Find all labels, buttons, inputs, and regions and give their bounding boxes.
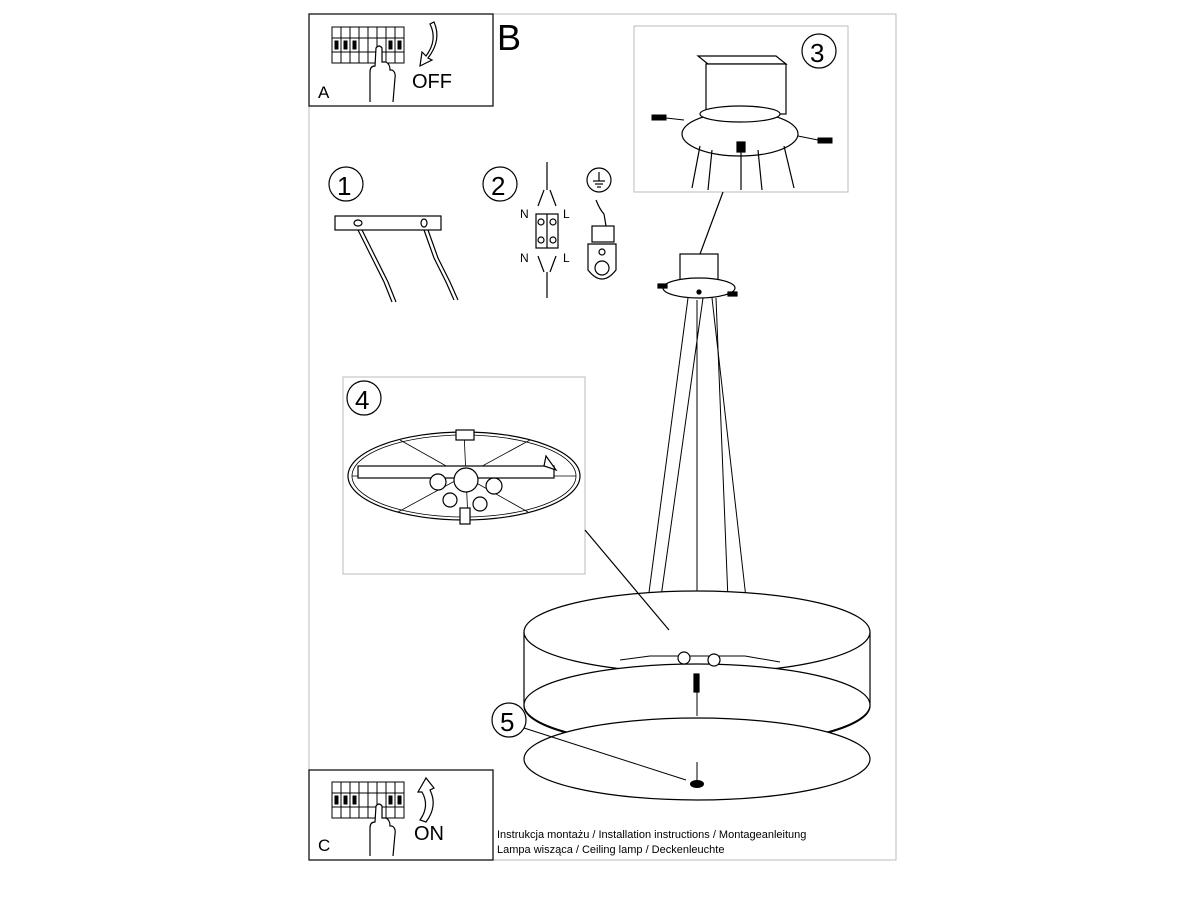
caption-line-2: Lampa wisząca / Ceiling lamp / Deckenleu… bbox=[497, 844, 725, 856]
label-neutral-bottom: N bbox=[520, 251, 529, 265]
panel-a-letter: A bbox=[318, 83, 330, 102]
ground-terminal bbox=[587, 199, 617, 280]
curved-arrow-up-icon bbox=[416, 776, 435, 823]
step-5-number: 5 bbox=[500, 707, 514, 737]
step-3-inset: 3 bbox=[633, 25, 849, 193]
leader-line-3 bbox=[699, 191, 724, 255]
label-live-bottom: L bbox=[563, 251, 570, 265]
diffuser-knob bbox=[690, 780, 704, 788]
panel-a-action: OFF bbox=[412, 71, 452, 93]
panel-c: ON C bbox=[308, 769, 494, 861]
step-3-number: 3 bbox=[810, 38, 824, 68]
step-5: 5 bbox=[491, 702, 871, 801]
breaker-panel-icon bbox=[331, 26, 405, 64]
hand-icon bbox=[369, 45, 396, 103]
terminal-block bbox=[535, 162, 559, 298]
label-neutral-top: N bbox=[520, 207, 529, 221]
step-2: 2 N L N L bbox=[482, 162, 617, 298]
lamp-canopy bbox=[657, 253, 738, 299]
screw-icon bbox=[651, 114, 833, 144]
caption-line-1: Instrukcja montażu / Installation instru… bbox=[497, 829, 807, 841]
step-1: 1 bbox=[328, 166, 459, 303]
inner-frame bbox=[347, 429, 581, 525]
sheet-frame bbox=[308, 13, 897, 861]
step-4-inset: 4 bbox=[342, 376, 586, 575]
step-2-number: 2 bbox=[491, 171, 505, 201]
canopy-detail bbox=[681, 55, 799, 191]
lamp-diffuser bbox=[523, 717, 871, 801]
mounting-bracket bbox=[334, 215, 442, 231]
step-4-number: 4 bbox=[355, 385, 369, 415]
hand-icon bbox=[369, 803, 396, 857]
leader-line-4 bbox=[584, 529, 670, 631]
breaker-panel-icon bbox=[331, 781, 405, 819]
ground-symbol-icon bbox=[586, 167, 612, 193]
sheet-label: B bbox=[497, 17, 521, 58]
curved-arrow-down-icon bbox=[419, 21, 438, 68]
panel-c-letter: C bbox=[318, 836, 330, 855]
label-live-top: L bbox=[563, 207, 570, 221]
leader-line-5 bbox=[523, 727, 687, 781]
supply-wire bbox=[357, 229, 459, 303]
panel-a: OFF A bbox=[308, 13, 494, 107]
step-1-number: 1 bbox=[337, 171, 351, 201]
suspension-cables bbox=[647, 297, 747, 670]
panel-c-action: ON bbox=[414, 823, 444, 845]
